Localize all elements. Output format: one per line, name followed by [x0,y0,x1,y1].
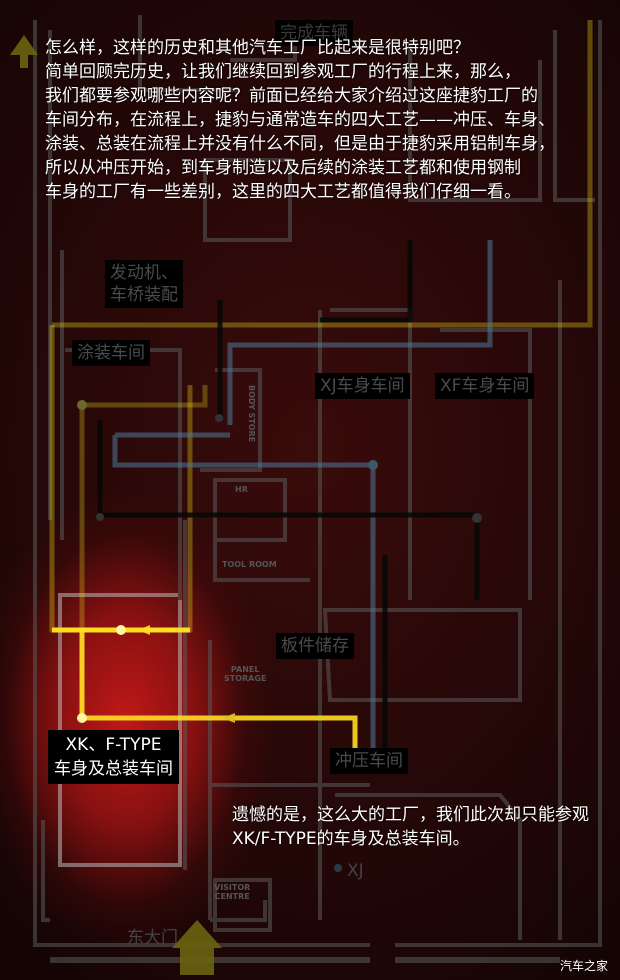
bottom-note: 遗憾的是，这么大的工厂，我们此次却只能参观 XK/F-TYPE的车身及总装车间。 [232,803,589,851]
node [472,513,482,523]
paragraph-line: 怎么样，这样的历史和其他汽车工厂比起来是很特别吧？ [45,38,470,58]
yellow-route-press [79,630,358,770]
label-xj: XJ [347,861,364,881]
label-press-shop: 冲压车间 [330,748,408,774]
label-line: VISITOR [214,883,251,892]
label-engine-axle: 发动机、 车桥装配 [105,260,183,308]
route-nodes [77,400,482,872]
node [334,864,342,872]
node [215,414,223,422]
blue-route-1 [227,240,493,425]
label-line: 车桥装配 [110,285,178,305]
label-line: STORAGE [224,674,267,683]
node [77,400,87,410]
paragraph-line: 涂装、总装在流程上并没有什么不同，但是由于捷豹采用铝制车身， [45,134,555,154]
node [77,713,87,723]
paragraph-line: 车间分布，在流程上，捷豹与通常造车的四大工艺——冲压、车身、 [45,110,555,130]
label-paint-shop: 涂装车间 [72,340,150,366]
yellow-route-left [49,325,193,633]
label-hr: HR [235,485,248,494]
node [116,625,126,635]
label-line: PANEL [230,665,260,674]
label-east-gate: 东大门 [127,928,178,948]
node [368,460,378,470]
label-tool-room: TOOL ROOM [222,560,277,569]
arrow-left-icon [222,713,235,723]
arrows [10,35,235,975]
paragraph-line: 所以从冲压开始，到车身制造以及后续的涂装工艺都和使用钢制 [45,158,521,178]
note-line: XK/F-TYPE的车身及总装车间。 [232,829,470,849]
watermark: 汽车之家 [559,959,608,973]
paragraph-line: 简单回顾完历史，让我们继续回到参观工厂的行程上来，那么， [45,62,521,82]
label-xj-body: XJ车身车间 [315,373,410,399]
east-gate-arrow-icon [172,920,222,975]
label-panel-storage: 板件储存 [276,633,354,659]
arrow-left-icon [138,625,150,635]
node [96,513,104,521]
label-line: XK、F-TYPE [65,735,162,755]
label-line: CENTRE [214,892,250,901]
blue-route-2 [112,432,376,770]
label-body-store: BODY STORE [247,385,256,443]
label-visitor-centre: VISITOR CENTRE [214,883,250,901]
label-xf-body: XF车身车间 [435,373,535,399]
north-arrow-icon [10,35,38,68]
label-panel-storage-en: PANEL STORAGE [224,665,266,683]
note-line: 遗憾的是，这么大的工厂，我们此次却只能参观 [232,805,589,825]
label-xk-ftype: XK、F-TYPE 车身及总装车间 [48,730,179,784]
label-finished-vehicles: 完成车辆 [275,20,353,46]
black-route [97,240,480,770]
paragraph-line: 我们都要参观哪些内容呢？前面已经给大家介绍过这座捷豹工厂的 [45,86,538,106]
label-line: 发动机、 [110,263,178,283]
paragraph-line: 车身的工厂有一些差别，这里的四大工艺都值得我们仔细一看。 [45,182,521,202]
intro-paragraph: 怎么样，这样的历史和其他汽车工厂比起来是很特别吧？ 简单回顾完历史，让我们继续回… [45,36,605,204]
label-line: 车身及总装车间 [54,759,173,779]
yellow-route-top [52,20,593,328]
